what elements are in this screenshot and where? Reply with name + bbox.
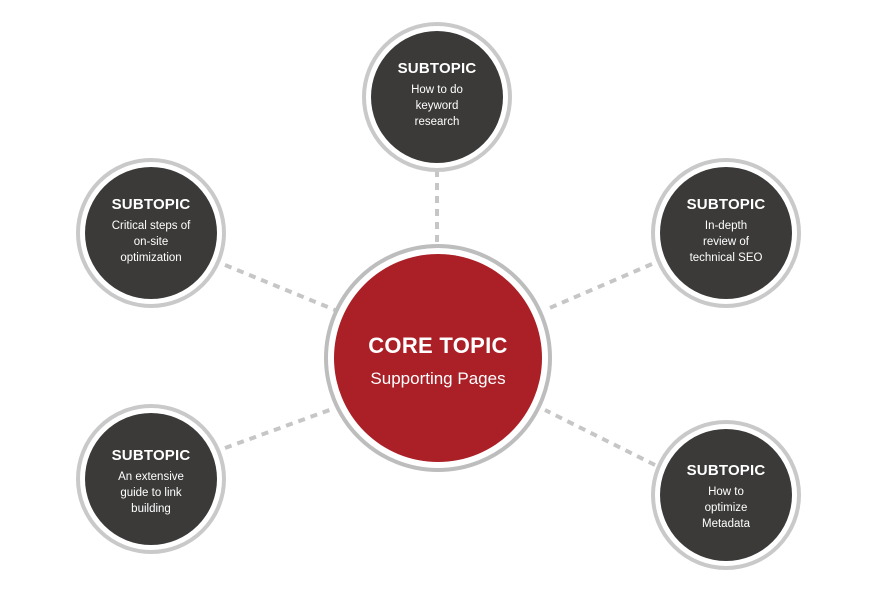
subtopic-node-metadata (651, 420, 801, 570)
connector-upper-left (224, 263, 336, 312)
subtopic-node-technical-seo (651, 158, 801, 308)
subtopic-node-keyword-research (362, 22, 512, 172)
subtopic-node-on-site-optimization (76, 158, 226, 308)
connector-lower-left (224, 406, 336, 450)
subtopic-node-link-building (76, 404, 226, 554)
connector-lower-right (544, 408, 656, 467)
connector-upper-right (544, 262, 653, 312)
core-topic-node (324, 244, 552, 472)
